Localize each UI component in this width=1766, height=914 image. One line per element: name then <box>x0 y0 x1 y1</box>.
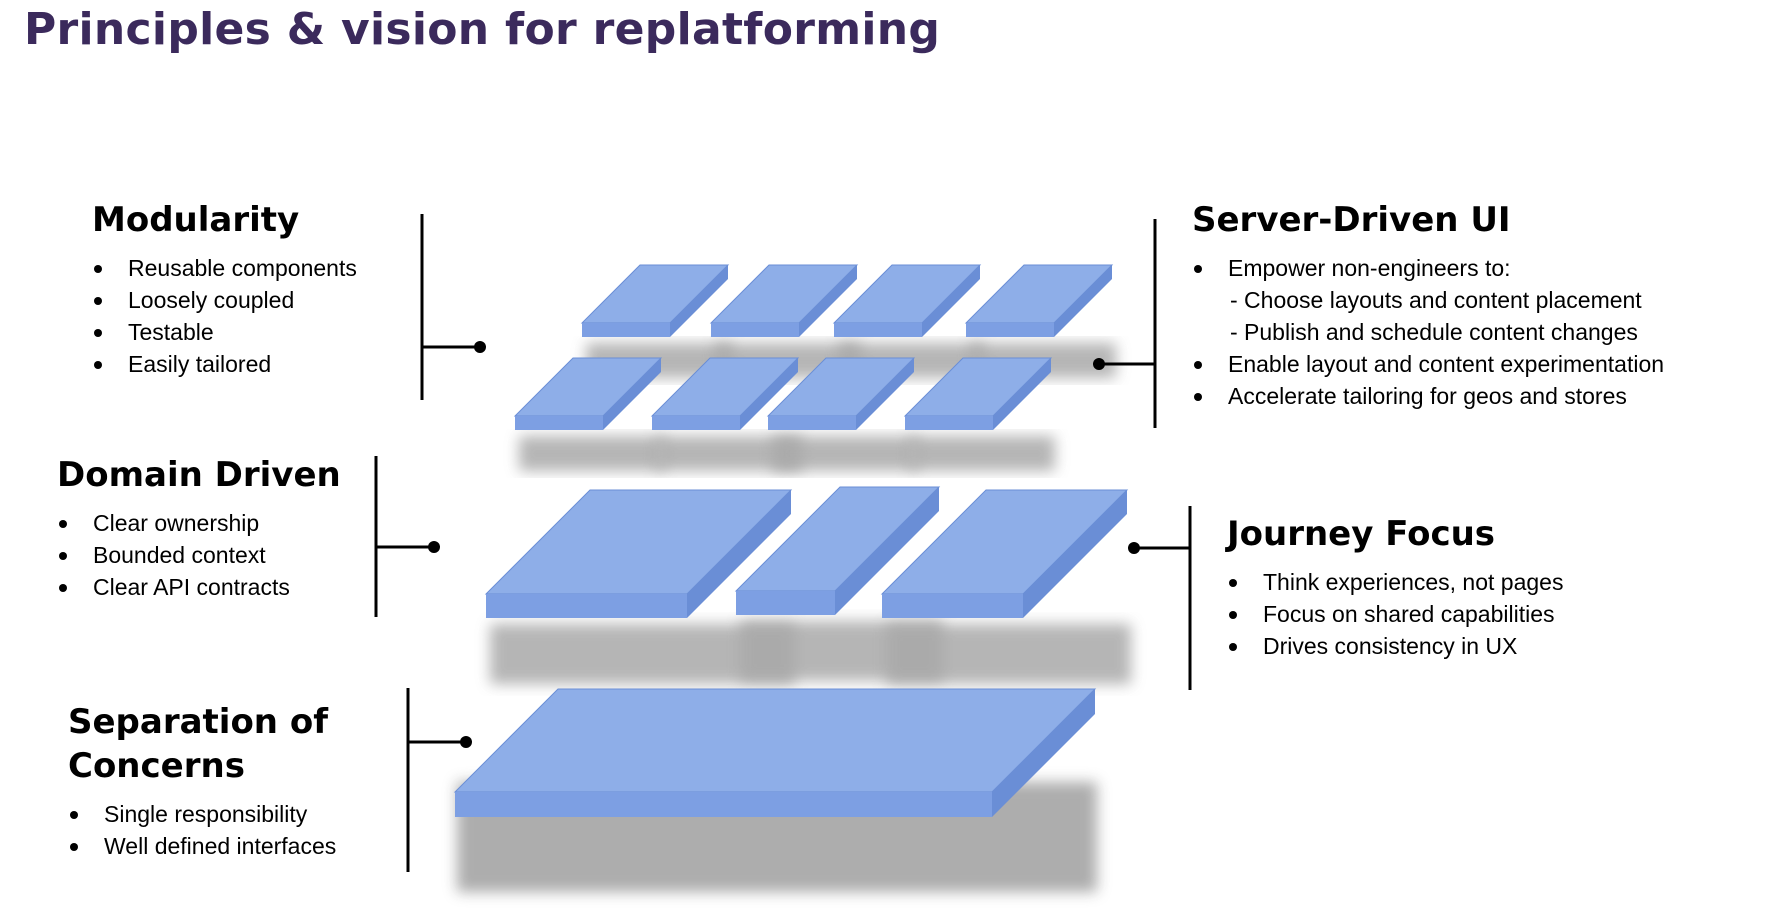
modularity-list: Reusable components Loosely coupled Test… <box>92 252 357 380</box>
top-layer-block <box>832 264 982 337</box>
separation-connector-dot <box>460 736 472 748</box>
top-block-shadow <box>519 436 665 471</box>
block-side-face <box>922 265 980 337</box>
domain-driven-section: Domain Driven Clear ownership Bounded co… <box>57 453 341 603</box>
list-item: Easily tailored <box>92 348 357 380</box>
block-side-face <box>856 358 914 430</box>
separation-heading-line2: Concerns <box>68 746 245 786</box>
block-front-face <box>736 591 835 615</box>
block-side-face <box>993 358 1051 430</box>
list-item: Well defined interfaces <box>68 830 336 862</box>
list-subitem: - Choose layouts and content placement <box>1230 287 1642 313</box>
bottom-layer-block <box>453 688 1097 817</box>
block-side-face <box>992 689 1095 817</box>
modularity-connector-dot <box>474 341 486 353</box>
domain-driven-heading: Domain Driven <box>57 455 341 495</box>
page-title: Principles & vision for replatforming <box>24 4 941 55</box>
list-item: Enable layout and content experimentatio… <box>1192 348 1664 380</box>
journey-connector-dot <box>1128 542 1140 554</box>
block-top-face <box>453 688 1097 793</box>
list-item: Clear ownership <box>57 507 341 539</box>
block-front-face <box>515 416 603 430</box>
separation-heading-line1: Separation of <box>68 702 328 742</box>
block-front-face <box>966 323 1054 337</box>
journey-focus-section: Journey Focus Think experiences, not pag… <box>1227 512 1563 662</box>
middle-block-shadow <box>886 624 1131 684</box>
modularity-heading: Modularity <box>92 200 300 240</box>
list-item: Testable <box>92 316 357 348</box>
block-front-face <box>711 323 799 337</box>
middle-layer-block <box>734 486 941 615</box>
block-side-face <box>1023 490 1127 618</box>
server-driven-heading: Server-Driven UI <box>1192 200 1511 240</box>
server-driven-ui-section: Server-Driven UI Empower non-engineers t… <box>1192 198 1664 412</box>
top-layer-block <box>964 264 1114 337</box>
block-side-face <box>603 358 661 430</box>
block-front-face <box>455 792 992 817</box>
block-front-face <box>834 323 922 337</box>
block-front-face <box>652 416 740 430</box>
list-subitem: - Publish and schedule content changes <box>1230 319 1638 345</box>
list-item: Accelerate tailoring for geos and stores <box>1192 380 1664 412</box>
middle-layer-block <box>484 489 793 618</box>
block-front-face <box>905 416 993 430</box>
domain-connector-dot <box>428 541 440 553</box>
top-layer-block <box>903 357 1053 430</box>
list-item: Empower non-engineers to: <box>1192 252 1664 284</box>
block-side-face <box>740 358 798 430</box>
list-item: Clear API contracts <box>57 571 341 603</box>
blocks <box>453 264 1129 817</box>
block-front-face <box>882 594 1023 618</box>
modularity-section: Modularity Reusable components Loosely c… <box>92 198 357 380</box>
list-item: Think experiences, not pages <box>1227 566 1563 598</box>
list-item: Drives consistency in UX <box>1227 630 1563 662</box>
middle-layer-block <box>880 489 1129 618</box>
journey-list: Think experiences, not pages Focus on sh… <box>1227 566 1563 662</box>
block-front-face <box>582 323 670 337</box>
top-layer-block <box>650 357 800 430</box>
block-side-face <box>835 487 939 615</box>
separation-list: Single responsibility Well defined inter… <box>68 798 336 862</box>
block-side-face <box>799 265 857 337</box>
block-side-face <box>1054 265 1112 337</box>
list-item: Focus on shared capabilities <box>1227 598 1563 630</box>
list-item: Reusable components <box>92 252 357 284</box>
list-item: Loosely coupled <box>92 284 357 316</box>
server-driven-connector-dot <box>1093 358 1105 370</box>
top-block-shadow <box>772 436 918 471</box>
block-side-face <box>670 265 728 337</box>
domain-driven-list: Clear ownership Bounded context Clear AP… <box>57 507 341 603</box>
block-front-face <box>768 416 856 430</box>
top-layer-block <box>766 357 916 430</box>
list-item: Single responsibility <box>68 798 336 830</box>
block-front-face <box>486 594 687 618</box>
list-item: Bounded context <box>57 539 341 571</box>
block-side-face <box>687 490 791 618</box>
top-layer-block <box>513 357 663 430</box>
server-driven-list: Empower non-engineers to: - Choose layou… <box>1192 252 1664 412</box>
top-block-shadow <box>909 436 1055 471</box>
separation-of-concerns-section: Separation of Concerns Single responsibi… <box>68 700 336 862</box>
journey-heading: Journey Focus <box>1227 514 1496 554</box>
top-layer-block <box>580 264 730 337</box>
top-layer-block <box>709 264 859 337</box>
